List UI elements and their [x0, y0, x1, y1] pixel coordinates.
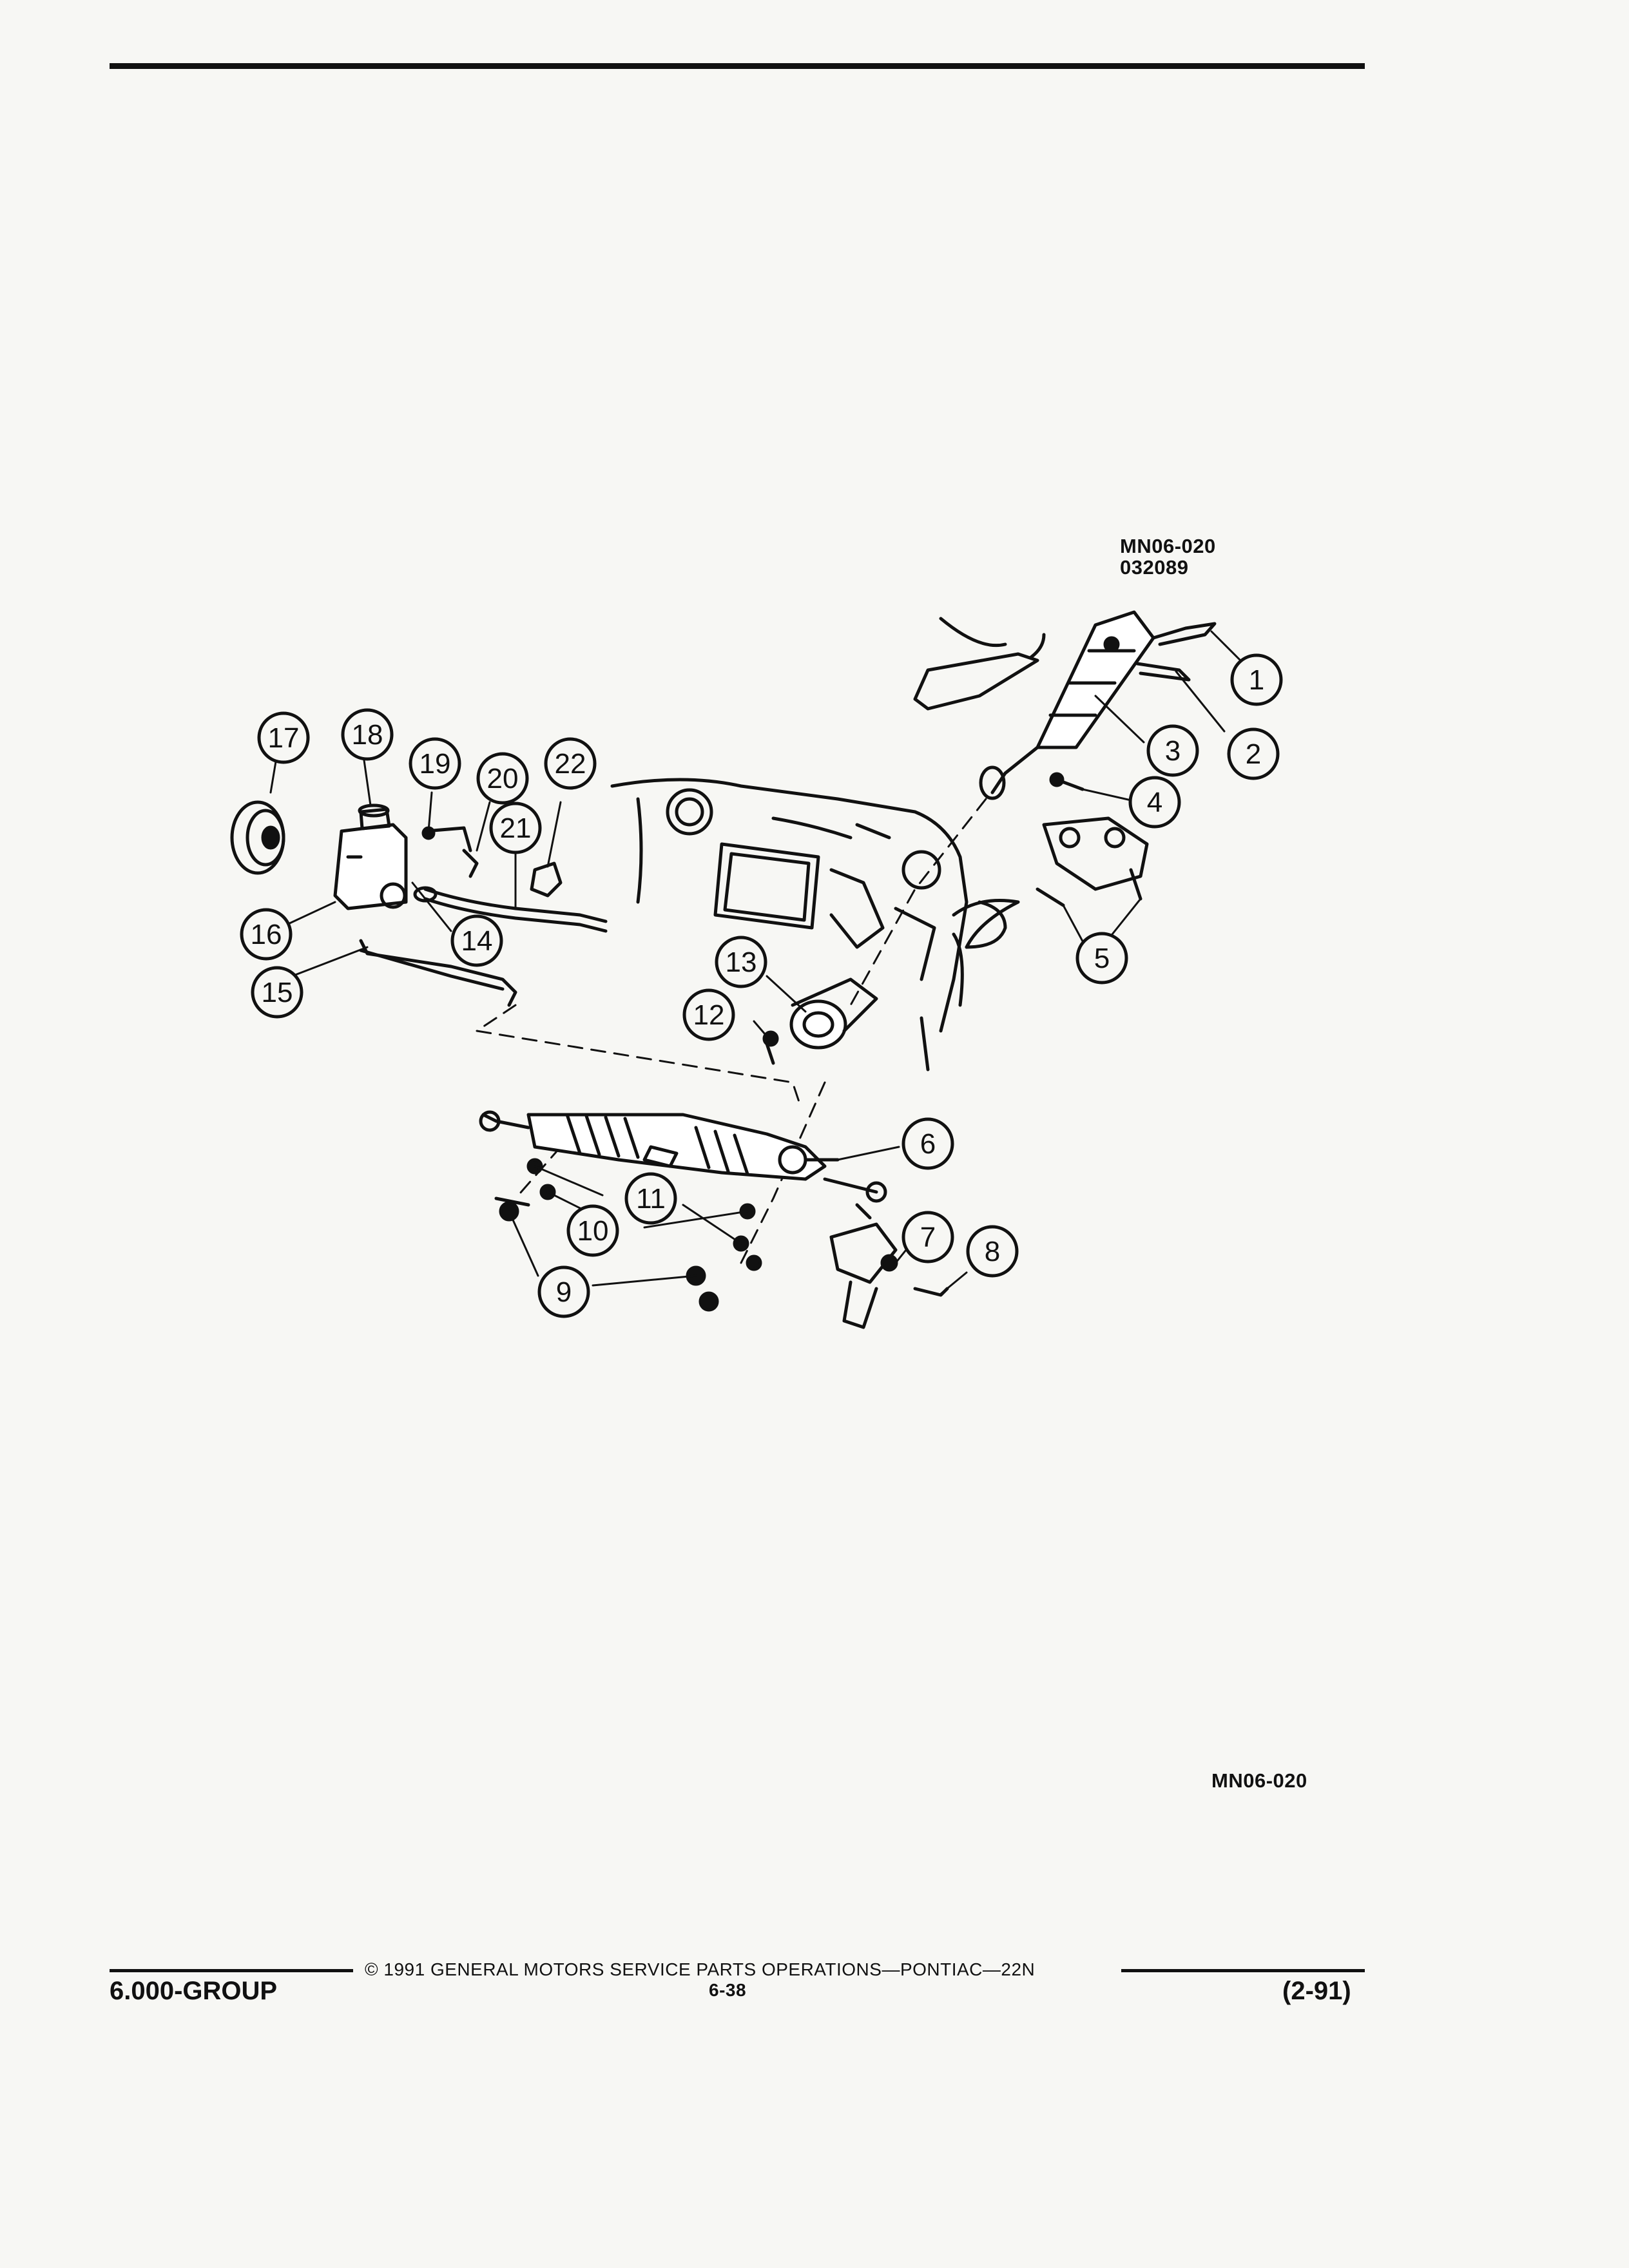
callout-6: 6	[920, 1128, 936, 1160]
callout-10: 10	[577, 1215, 609, 1247]
pump-pulley	[230, 800, 285, 875]
figure-code-top-line1: MN06-020	[1120, 535, 1216, 557]
callout-2: 2	[1246, 738, 1261, 770]
callout-17: 17	[268, 722, 300, 754]
firewall-grommet	[952, 899, 1020, 949]
callout-8: 8	[985, 1236, 1000, 1267]
column-bracket-upper	[913, 652, 1039, 711]
footer-group: 6.000-GROUP	[110, 1977, 278, 2005]
callout-13: 13	[726, 947, 757, 978]
pump-reservoir	[333, 803, 408, 910]
callout-7: 7	[920, 1222, 936, 1253]
intermediate-shaft-seal	[789, 977, 878, 1050]
bolt-5-right	[1129, 868, 1142, 901]
callout-18: 18	[352, 719, 383, 751]
footer-rule-right	[1121, 1969, 1365, 1972]
figure-code-bottom: MN06-020	[1211, 1769, 1307, 1792]
footer-copyright: © 1991 GENERAL MOTORS SERVICE PARTS OPER…	[365, 1959, 1036, 1979]
callout-16: 16	[251, 919, 282, 950]
top-rule	[110, 63, 1365, 69]
callout-3: 3	[1165, 735, 1181, 767]
callout-19: 19	[419, 748, 451, 780]
callout-4: 4	[1147, 787, 1162, 818]
hose-clamp-20	[462, 849, 479, 878]
column-mounting-bracket	[1042, 816, 1149, 891]
steering-column	[979, 610, 1155, 800]
callout-12: 12	[693, 999, 725, 1031]
callout-14: 14	[461, 925, 493, 957]
tie-rod-right	[823, 1177, 878, 1194]
footer-rule-left	[110, 1969, 353, 1972]
bolt-12	[765, 1042, 775, 1065]
wiper-lever	[1135, 662, 1191, 682]
callout-9: 9	[556, 1276, 572, 1308]
callout-22: 22	[555, 748, 586, 780]
rack-and-pinion	[526, 1113, 840, 1181]
callout-21: 21	[500, 812, 532, 844]
hose-clamp-19	[423, 826, 472, 852]
routing-line-column	[849, 798, 987, 1006]
figure-code-top-line2: 032089	[1120, 556, 1189, 579]
routing-line-hoses	[476, 1004, 800, 1103]
footer-revision: (2-91)	[1282, 1977, 1351, 2005]
footer-page-number: 6-38	[709, 1980, 747, 2000]
nut-7	[880, 1254, 898, 1272]
tie-rod-left	[481, 1113, 530, 1129]
callout-1: 1	[1249, 664, 1264, 696]
callout-5: 5	[1094, 943, 1110, 974]
callout-15: 15	[262, 977, 293, 1008]
callout-20: 20	[487, 763, 519, 794]
callout-11: 11	[636, 1183, 666, 1215]
turn-signal-lever	[1152, 622, 1217, 646]
rack-mount-hardware	[494, 1158, 762, 1312]
firewall-panel	[610, 778, 1007, 1072]
routing-line-rack-right	[740, 1081, 826, 1264]
bracket-22	[530, 861, 563, 898]
bolt-5-left	[1036, 887, 1065, 907]
